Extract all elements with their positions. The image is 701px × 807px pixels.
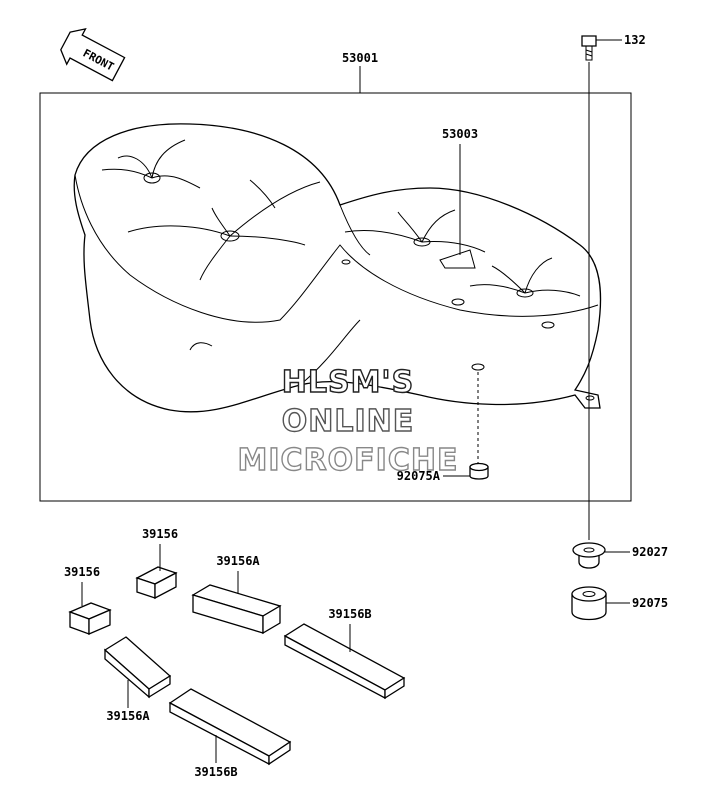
label-39156-top: 39156: [142, 527, 178, 541]
collar: [572, 542, 606, 569]
pad-39156A-top: [191, 584, 282, 635]
pad-39156A-bottom: [103, 636, 172, 699]
front-arrow: FRONT: [60, 27, 126, 82]
damper-small: [469, 462, 489, 480]
label-53001: 53001: [342, 51, 378, 65]
label-39156A-bottom: 39156A: [106, 709, 150, 723]
label-92027: 92027: [632, 545, 668, 559]
watermark-line2: ONLINE: [282, 404, 415, 439]
label-39156A-top: 39156A: [216, 554, 260, 568]
label-92075A: 92075A: [397, 469, 441, 483]
seat: [73, 123, 602, 413]
pad-39156B-bottom: [168, 688, 292, 766]
watermark-line3: MICROFICHE: [238, 443, 459, 478]
label-39156B-right: 39156B: [328, 607, 371, 621]
watermark-line1: HLSM'S: [282, 365, 414, 400]
label-132: 132: [624, 33, 646, 47]
pad-39156-top: [135, 566, 178, 600]
label-39156-left: 39156: [64, 565, 100, 579]
label-92075: 92075: [632, 596, 668, 610]
label-53003: 53003: [442, 127, 478, 141]
bolt: [581, 35, 597, 61]
pad-39156B-right: [283, 623, 406, 700]
damper-large: [571, 586, 607, 621]
seat-assembly-frame: [39, 92, 632, 502]
pad-39156-left: [68, 602, 112, 635]
label-39156B-bottom: 39156B: [194, 765, 237, 779]
